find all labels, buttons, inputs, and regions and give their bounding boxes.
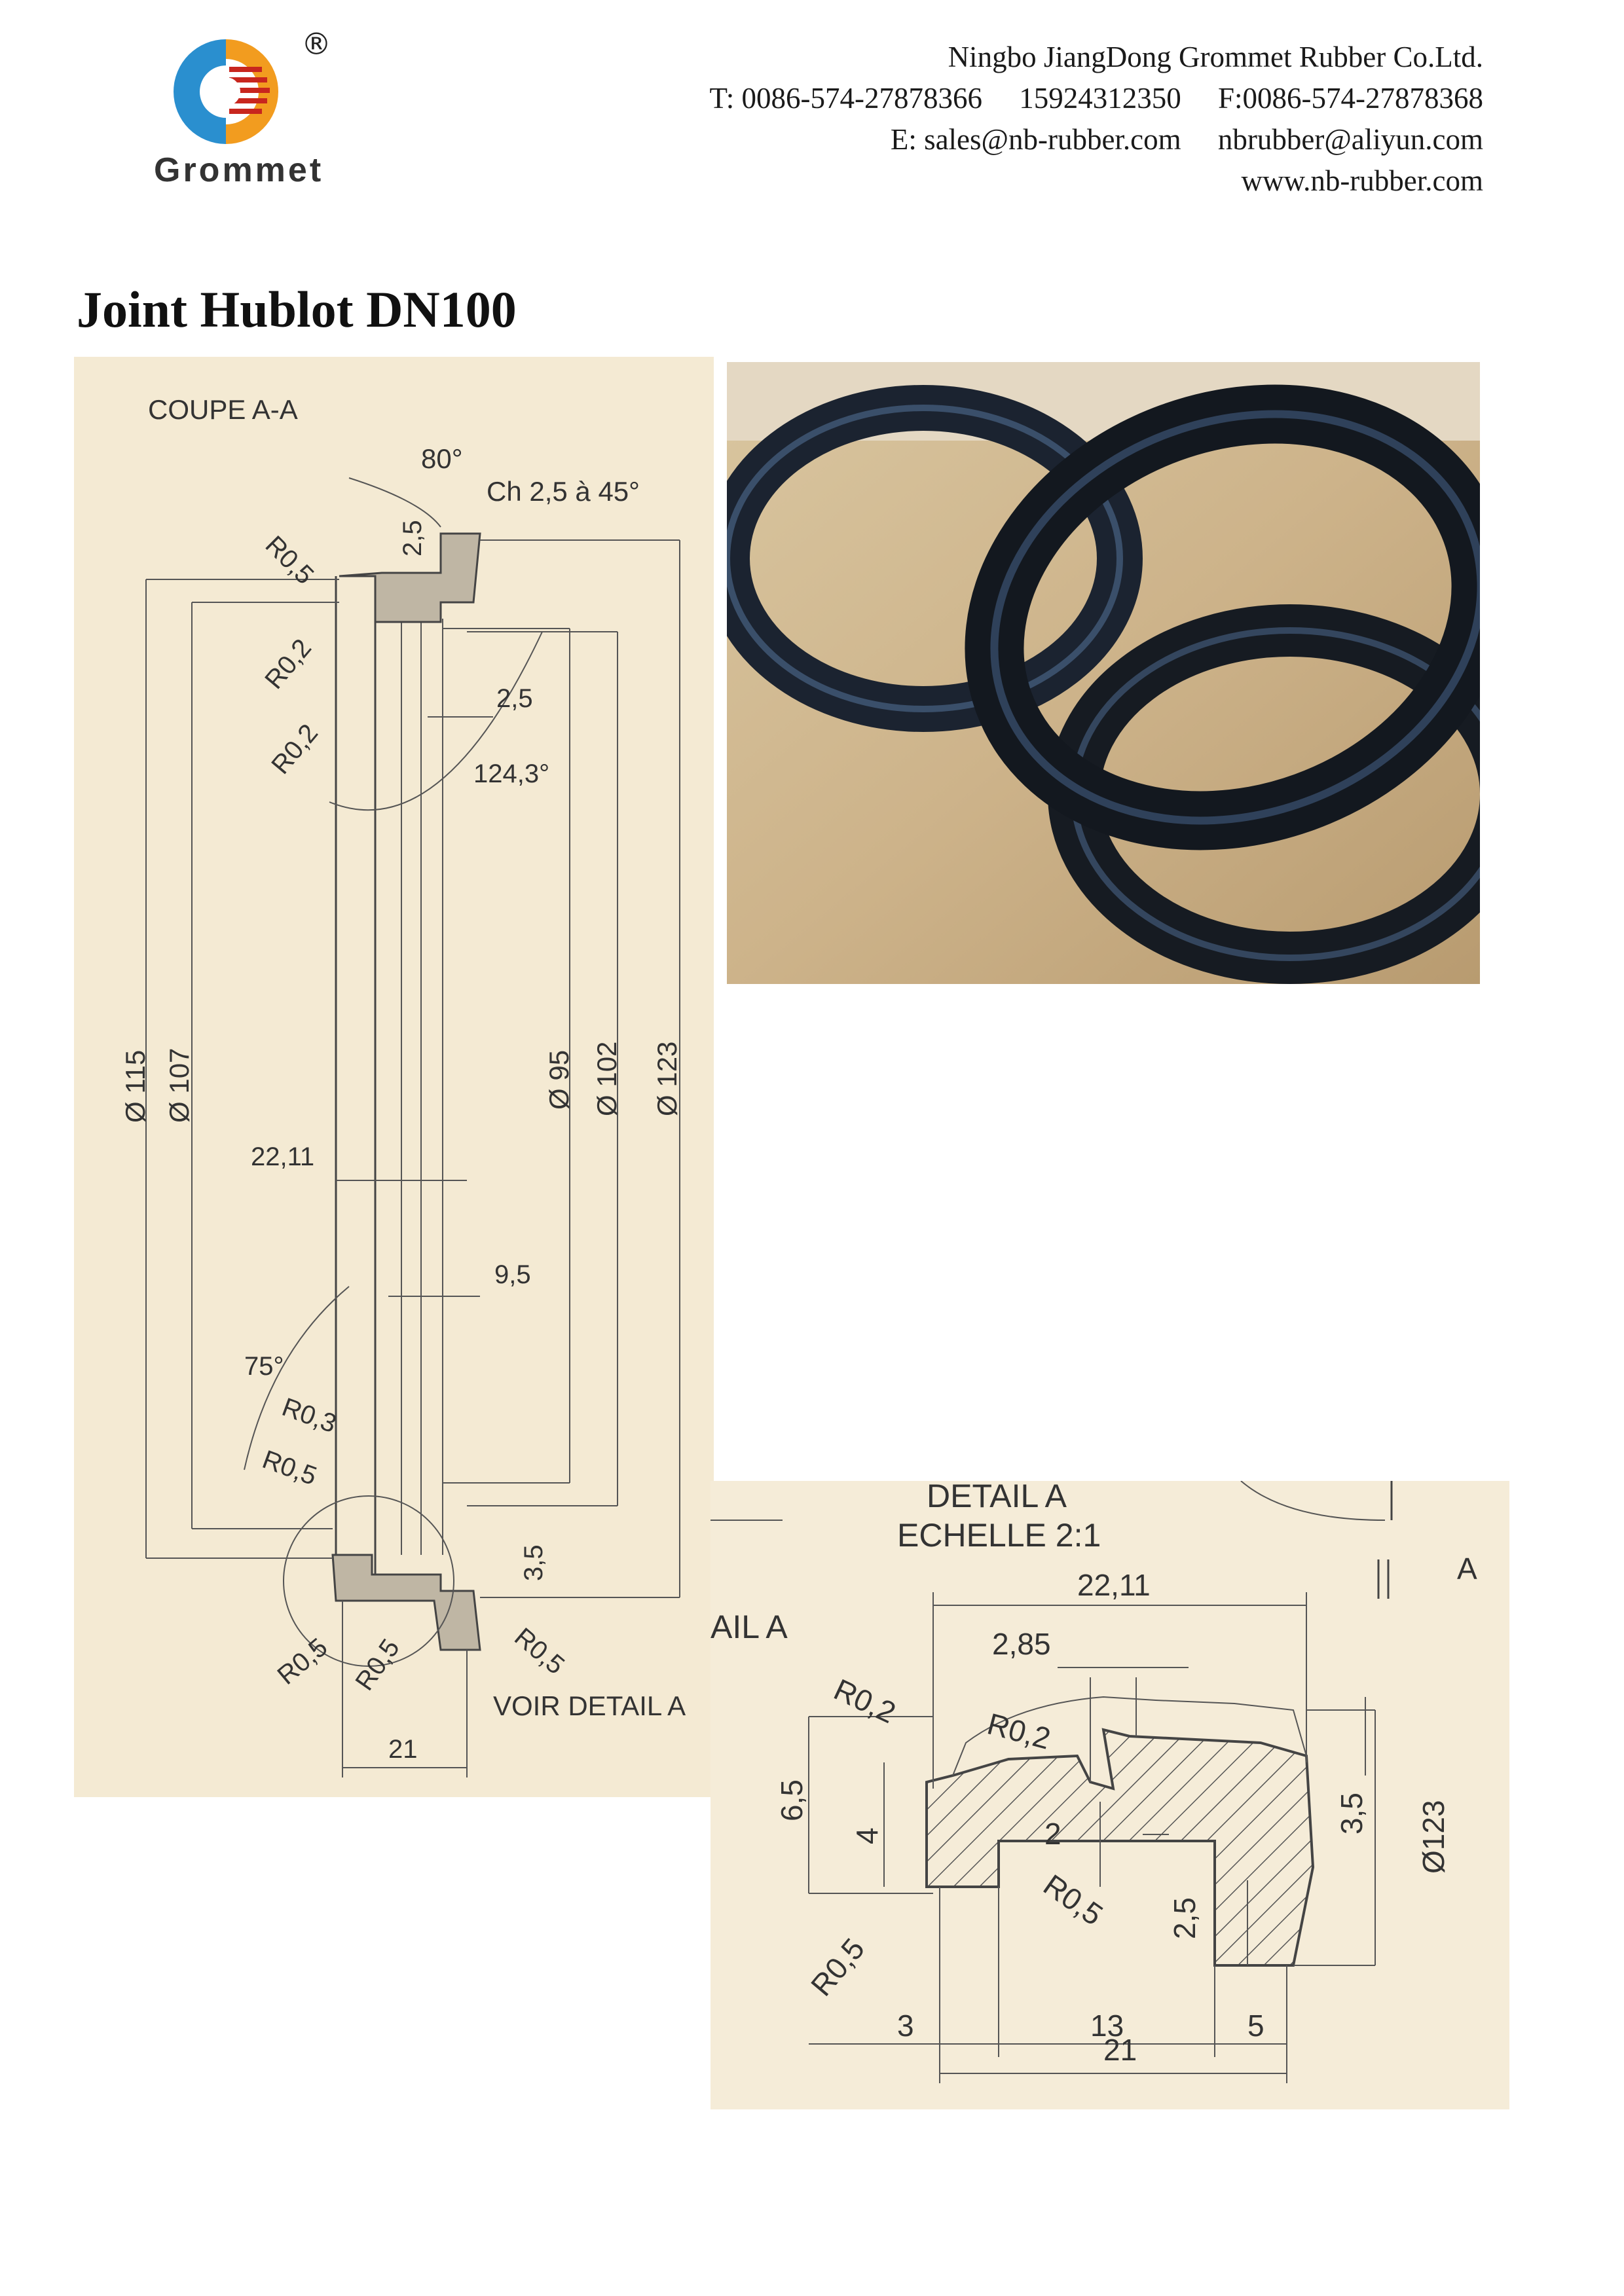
dim-25-mid-label: 2,5 [496, 684, 533, 713]
detail-a-drawing: DETAIL A ECHELLE 2:1 AIL A A 22,11 2,85 … [710, 1481, 1509, 2109]
r05-low-label: R0,5 [259, 1445, 320, 1491]
detail-dim-3: 3 [897, 2009, 914, 2043]
detail-dim-13: 13 [1090, 2009, 1124, 2043]
dim-35-label: 3,5 [519, 1544, 548, 1581]
section-heading: COUPE A-A [148, 394, 298, 425]
website-line: www.nb-rubber.com [1241, 164, 1484, 197]
dim-25-top-label: 2,5 [398, 520, 427, 556]
logo-wordmark: Grommet [154, 151, 324, 189]
angle-75-label: 75° [244, 1352, 284, 1381]
dim-2211-label: 22,11 [251, 1142, 314, 1171]
company-logo: ® Grommet [147, 26, 363, 196]
detail-heading: DETAIL A [927, 1481, 1067, 1514]
section-drawing: COUPE A-A 80° Ch 2,5 à 45° R0,5 2,5 R0,2… [74, 357, 714, 1797]
d115-label: Ø 115 [120, 1050, 151, 1123]
detail-r05-left: R0,5 [804, 1932, 871, 2003]
company-name: Ningbo JiangDong Grommet Rubber Co.Ltd. [948, 41, 1483, 73]
detail-d123: Ø123 [1416, 1800, 1450, 1874]
registered-mark: ® [301, 26, 331, 62]
r05-bottom-2-label: R0,5 [350, 1634, 405, 1696]
d107-label: Ø 107 [164, 1048, 194, 1123]
r03-label: R0,3 [278, 1393, 340, 1438]
detail-dim-35: 3,5 [1335, 1793, 1369, 1834]
detail-dim-2211: 22,11 [1077, 1568, 1151, 1602]
detail-dim-285: 2,85 [992, 1627, 1051, 1661]
phone-line: T: 0086-574-27878366 15924312350 F:0086-… [709, 82, 1483, 115]
d123-label: Ø 123 [652, 1042, 682, 1116]
r05-bottom-1-label: R0,5 [272, 1633, 333, 1690]
d102-label: Ø 102 [591, 1042, 622, 1116]
rubber-rings-photo-icon [727, 362, 1480, 984]
detail-dim-25: 2,5 [1168, 1897, 1202, 1939]
d95-label: Ø 95 [544, 1050, 574, 1110]
detail-dim-4: 4 [850, 1827, 884, 1844]
detail-dim-65: 6,5 [775, 1779, 809, 1821]
contact-block: Ningbo JiangDong Grommet Rubber Co.Ltd. … [710, 37, 1483, 202]
detail-scale: ECHELLE 2:1 [897, 1517, 1101, 1554]
detail-dim-5: 5 [1247, 2009, 1264, 2043]
grommet-logo-icon [174, 39, 278, 144]
dim-21-label: 21 [388, 1735, 418, 1764]
r05-top-label: R0,5 [260, 530, 320, 590]
section-marker-a: A [1457, 1552, 1477, 1586]
detail-r02-mid: R0,2 [984, 1706, 1054, 1755]
email-line: E: sales@nb-rubber.com nbrubber@aliyun.c… [890, 123, 1483, 156]
r02-a-label: R0,2 [259, 634, 317, 695]
r02-b-label: R0,2 [266, 719, 323, 780]
detail-r05-right: R0,5 [1037, 1868, 1109, 1932]
detail-r02-left: R0,2 [829, 1672, 901, 1730]
document-title: Joint Hublot DN100 [77, 281, 517, 338]
chamfer-label: Ch 2,5 à 45° [487, 476, 640, 507]
detail-dim-2: 2 [1044, 1817, 1061, 1851]
angle-80-label: 80° [421, 443, 463, 474]
detail-side-fragment: AIL A [710, 1609, 788, 1645]
product-photo [727, 362, 1480, 984]
detail-dim-21: 21 [1103, 2033, 1137, 2067]
dim-95-label: 9,5 [494, 1260, 531, 1289]
angle-1243-label: 124,3° [473, 759, 549, 788]
r05-bottom-3-label: R0,5 [509, 1622, 570, 1680]
voir-detail-label: VOIR DETAIL A [493, 1690, 686, 1721]
